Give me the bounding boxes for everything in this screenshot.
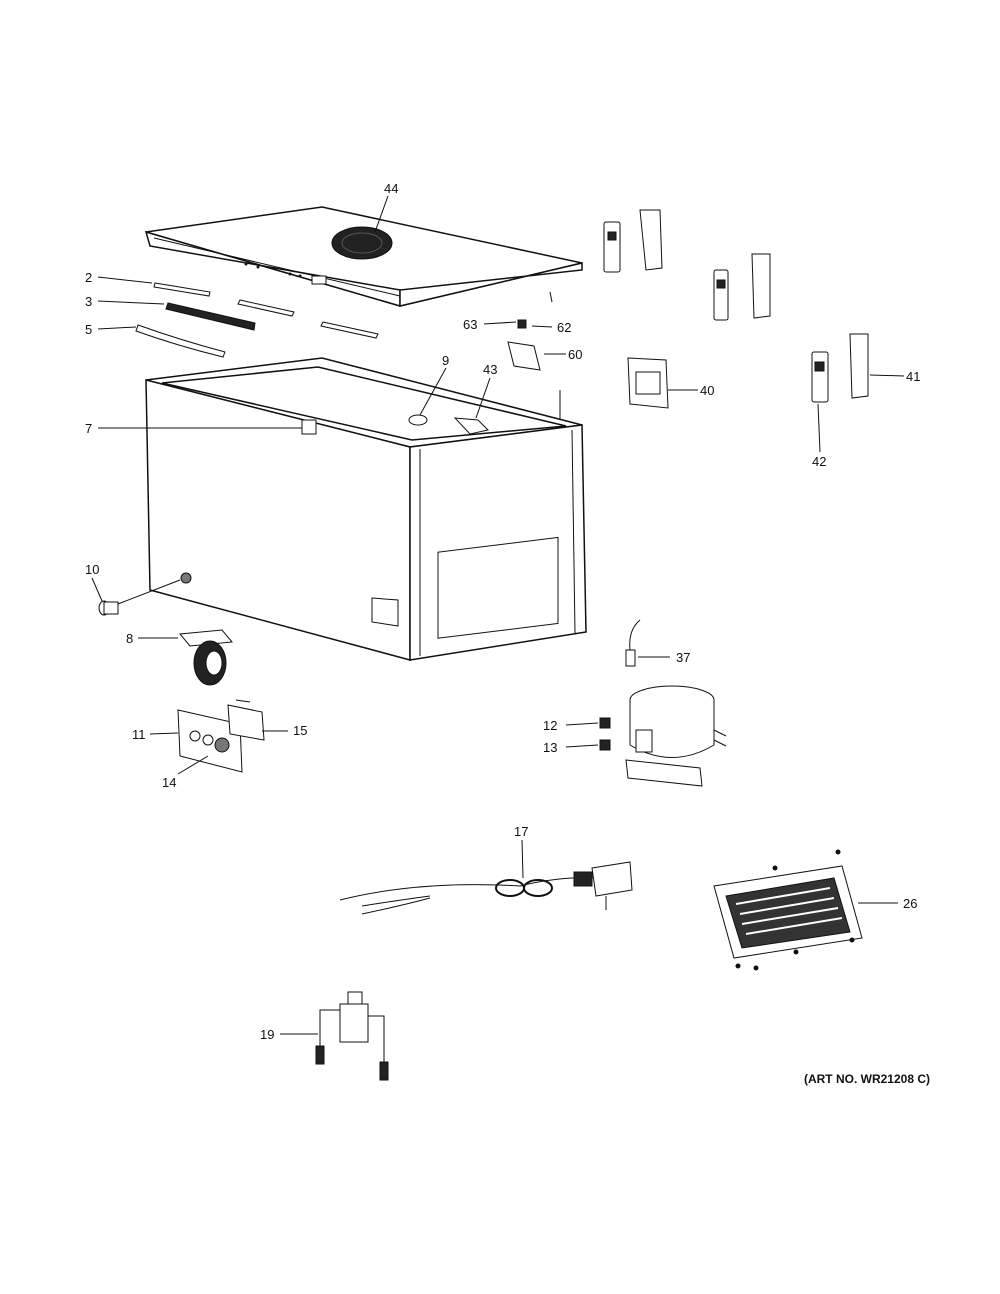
- callout-9: 9: [442, 353, 449, 368]
- hinge-bracket: [627, 357, 669, 409]
- callout-62: 62: [557, 320, 571, 335]
- callout-11: 11: [132, 727, 146, 742]
- callout-8: 8: [126, 631, 133, 646]
- drain-plug: [98, 600, 119, 616]
- callout-15: 15: [293, 723, 307, 738]
- callout-3: 3: [85, 294, 92, 309]
- temperature-sensor: [625, 619, 641, 667]
- callout-2: 2: [85, 270, 92, 285]
- freezer-lid: [144, 206, 583, 307]
- callout-13: 13: [543, 740, 557, 755]
- callout-37: 37: [676, 650, 690, 665]
- callout-60: 60: [568, 347, 582, 362]
- gasket-strip: [165, 302, 256, 331]
- small-latch-parts: [507, 319, 541, 371]
- callout-5: 5: [85, 322, 92, 337]
- lid-hinge-strips: [153, 282, 379, 339]
- callout-43: 43: [483, 362, 497, 377]
- control-panel: [177, 699, 265, 773]
- handle-trim: [135, 324, 226, 358]
- callout-41: 41: [906, 369, 920, 384]
- relay-parts: [599, 717, 611, 751]
- callout-10: 10: [85, 562, 99, 577]
- compressor: [625, 685, 727, 787]
- caster-wheel: [179, 629, 233, 686]
- callout-numbers: 44 2 3 5 63 62 60 9 43 40 41 42 7 10 8 1…: [85, 181, 920, 1042]
- callout-63: 63: [463, 317, 477, 332]
- callout-26: 26: [903, 896, 917, 911]
- latch-group-mid: [713, 253, 771, 321]
- lid-gasket-coil: [331, 226, 393, 260]
- latch-group-low: [811, 333, 869, 403]
- art-number-label: (ART NO. WR21208 C): [803, 1072, 930, 1086]
- callout-17: 17: [514, 824, 528, 839]
- callout-7: 7: [85, 421, 92, 436]
- callout-19: 19: [260, 1027, 274, 1042]
- solenoid-valve: [315, 991, 389, 1081]
- leader-lines: [91, 195, 905, 1035]
- callout-14: 14: [162, 775, 176, 790]
- callout-12: 12: [543, 718, 557, 733]
- callout-42: 42: [812, 454, 826, 469]
- callout-44: 44: [384, 181, 398, 196]
- latch-group-top: [603, 209, 663, 273]
- condenser-grille: [713, 849, 863, 971]
- freezer-cabinet: [145, 357, 587, 661]
- power-cord: [339, 861, 633, 915]
- callout-40: 40: [700, 383, 714, 398]
